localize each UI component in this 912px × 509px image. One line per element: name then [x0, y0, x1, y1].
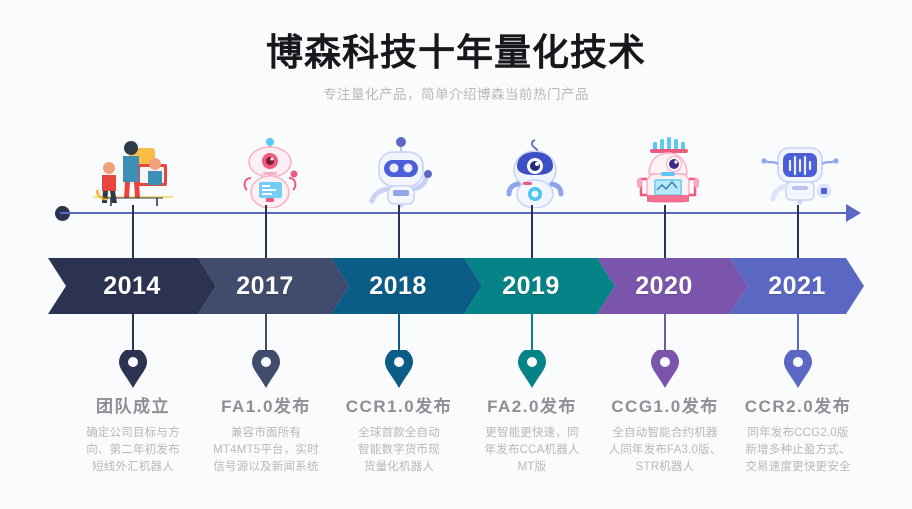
year-label-2020: 2020 [635, 272, 693, 300]
connector-up-2019 [531, 205, 533, 259]
connector-down-2019 [531, 314, 533, 354]
year-label-2018: 2018 [369, 272, 427, 300]
connector-up-2018 [398, 205, 400, 259]
milestone-caption-2014: 团队成立 确定公司目标与方 向、第二年初发布 短线外汇机器人 [58, 396, 208, 476]
chevron-2021 [730, 258, 864, 314]
connector-up-2014 [132, 205, 134, 259]
year-label-2019: 2019 [502, 272, 560, 300]
blue-soundwave-robot-illustration [752, 134, 848, 208]
connector-down-2021 [797, 314, 799, 354]
caption-body-2018: 全球首款全自动 智能数字货币现 货量化机器人 [358, 427, 440, 473]
connector-up-2021 [797, 205, 799, 259]
page-title: 博森科技十年量化技术 [266, 32, 646, 73]
timeline-chevron-band [48, 258, 864, 314]
connector-down-2017 [265, 314, 267, 354]
connector-up-2017 [265, 205, 267, 259]
chevron-2017 [198, 258, 349, 314]
caption-body-2019: 更智能更快速，同 年发布CCA机器人 MT版 [484, 427, 580, 473]
map-pin-icon-2018 [385, 350, 413, 388]
caption-heading-2017: FA1.0发布 [221, 397, 311, 416]
chevron-2018 [331, 258, 482, 314]
pink-robot-screen-illustration [222, 134, 318, 208]
timeline-arrow-icon [846, 204, 861, 222]
caption-body-2020: 全自动智能合约机器 人同年发布FA3.0版、 STR机器人 [608, 427, 722, 473]
caption-heading-2020: CCG1.0发布 [611, 397, 719, 416]
caption-body-2021: 同年发布CCG2.0版 新增多种止盈方式、 交易速度更快更安全 [745, 427, 851, 473]
caption-heading-2021: CCR2.0发布 [744, 397, 852, 416]
year-label-2021: 2021 [768, 272, 826, 300]
year-label-2017: 2017 [236, 272, 294, 300]
page-subtitle: 专注量化产品，简单介绍博森当前热门产品 [323, 87, 589, 102]
connector-down-2014 [132, 314, 134, 354]
map-pin-icon-2019 [518, 350, 546, 388]
pink-crown-robot-illustration [620, 134, 716, 208]
milestone-caption-2017: FA1.0发布 兼容市面所有 MT4MT5平台，实时 信号源以及新闻系统 [191, 396, 341, 476]
caption-heading-2014: 团队成立 [96, 397, 170, 416]
caption-heading-2018: CCR1.0发布 [345, 397, 453, 416]
blue-cyclops-robot-illustration [487, 134, 583, 208]
connector-up-2020 [664, 205, 666, 259]
map-pin-icon-2017 [252, 350, 280, 388]
map-pin-icon-2014 [119, 350, 147, 388]
milestone-caption-2020: CCG1.0发布 全自动智能合约机器 人同年发布FA3.0版、 STR机器人 [590, 396, 740, 476]
blue-visor-robot-illustration [353, 134, 449, 208]
connector-down-2020 [664, 314, 666, 354]
caption-heading-2019: FA2.0发布 [487, 397, 577, 416]
year-label-2014: 2014 [103, 272, 161, 300]
chevron-2014 [48, 258, 216, 314]
milestone-caption-2019: FA2.0发布 更智能更快速，同 年发布CCA机器人 MT版 [457, 396, 607, 476]
connector-down-2018 [398, 314, 400, 354]
team-meeting-illustration [85, 134, 181, 208]
map-pin-icon-2020 [651, 350, 679, 388]
milestone-caption-2021: CCR2.0发布 同年发布CCG2.0版 新增多种止盈方式、 交易速度更快更安全 [723, 396, 873, 476]
milestone-caption-2018: CCR1.0发布 全球首款全自动 智能数字货币现 货量化机器人 [324, 396, 474, 476]
chevron-2019 [464, 258, 615, 314]
chevron-2020 [597, 258, 748, 314]
timeline-axis-line [60, 212, 850, 214]
caption-body-2014: 确定公司目标与方 向、第二年初发布 短线外汇机器人 [86, 427, 180, 473]
caption-body-2017: 兼容市面所有 MT4MT5平台，实时 信号源以及新闻系统 [213, 427, 319, 473]
map-pin-icon-2021 [784, 350, 812, 388]
